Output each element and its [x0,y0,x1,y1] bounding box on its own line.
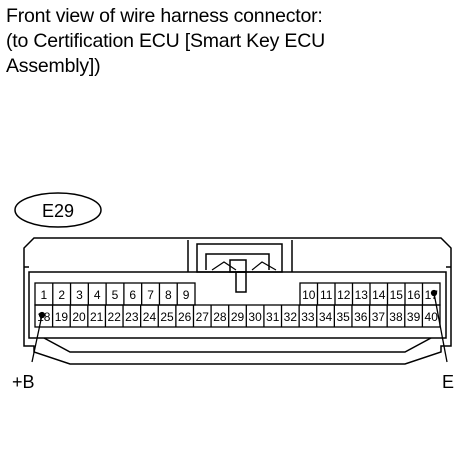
terminal-leaders [31,289,448,363]
pin-row-bottom: 1819202122232425262728293031323334353637… [37,310,438,324]
pin-top: 7 [147,288,154,302]
pin-top: 15 [390,288,404,302]
pin-bottom: 33 [301,310,315,324]
pin-bottom: 24 [143,310,157,324]
pin-bottom: 19 [55,310,69,324]
title-line-3: Assembly]) [6,55,101,77]
diagram-title: Front view of wire harness connector: (t… [6,4,325,79]
pin-bottom: 25 [160,310,174,324]
pin-bottom: 23 [125,310,139,324]
pin-bottom: 26 [178,310,192,324]
pin-bottom: 27 [196,310,210,324]
pin-bottom: 30 [248,310,262,324]
title-line-2: (to Certification ECU [Smart Key ECU [6,30,325,52]
connector-housing [23,237,452,365]
pin-bottom: 31 [266,310,280,324]
pin-top: 1 [41,288,48,302]
terminal-label-right: E [442,372,454,392]
pin-top: 8 [165,288,172,302]
connector-code-label: E29 [42,201,74,221]
pin-top: 5 [112,288,119,302]
pin-bottom: 22 [108,310,122,324]
pin-bottom: 36 [354,310,368,324]
pin-top: 11 [320,288,333,302]
pin-top: 9 [183,288,190,302]
pin-grid [34,282,441,328]
pin-top: 4 [94,288,101,302]
pin-bottom: 28 [213,310,227,324]
pin-bottom: 35 [336,310,350,324]
pin-bottom: 29 [231,310,245,324]
pin-top: 13 [355,288,369,302]
pin-bottom: 39 [407,310,421,324]
pin-top: 14 [372,288,386,302]
terminal-label-left: +B [12,372,35,392]
connector-code-ellipse [14,192,102,228]
pin-bottom: 21 [90,310,104,324]
pin-bottom: 40 [425,310,439,324]
pin-top: 6 [129,288,136,302]
pin-top: 3 [76,288,83,302]
title-line-1: Front view of wire harness connector: [6,5,323,27]
pin-top: 2 [58,288,65,302]
pin-top: 16 [407,288,421,302]
pin-top: 10 [302,288,316,302]
pin-bottom: 20 [72,310,86,324]
pin-bottom: 37 [372,310,386,324]
pin-bottom: 38 [389,310,403,324]
pin-bottom: 34 [319,310,333,324]
pin-bottom: 32 [284,310,298,324]
pin-top: 12 [337,288,351,302]
